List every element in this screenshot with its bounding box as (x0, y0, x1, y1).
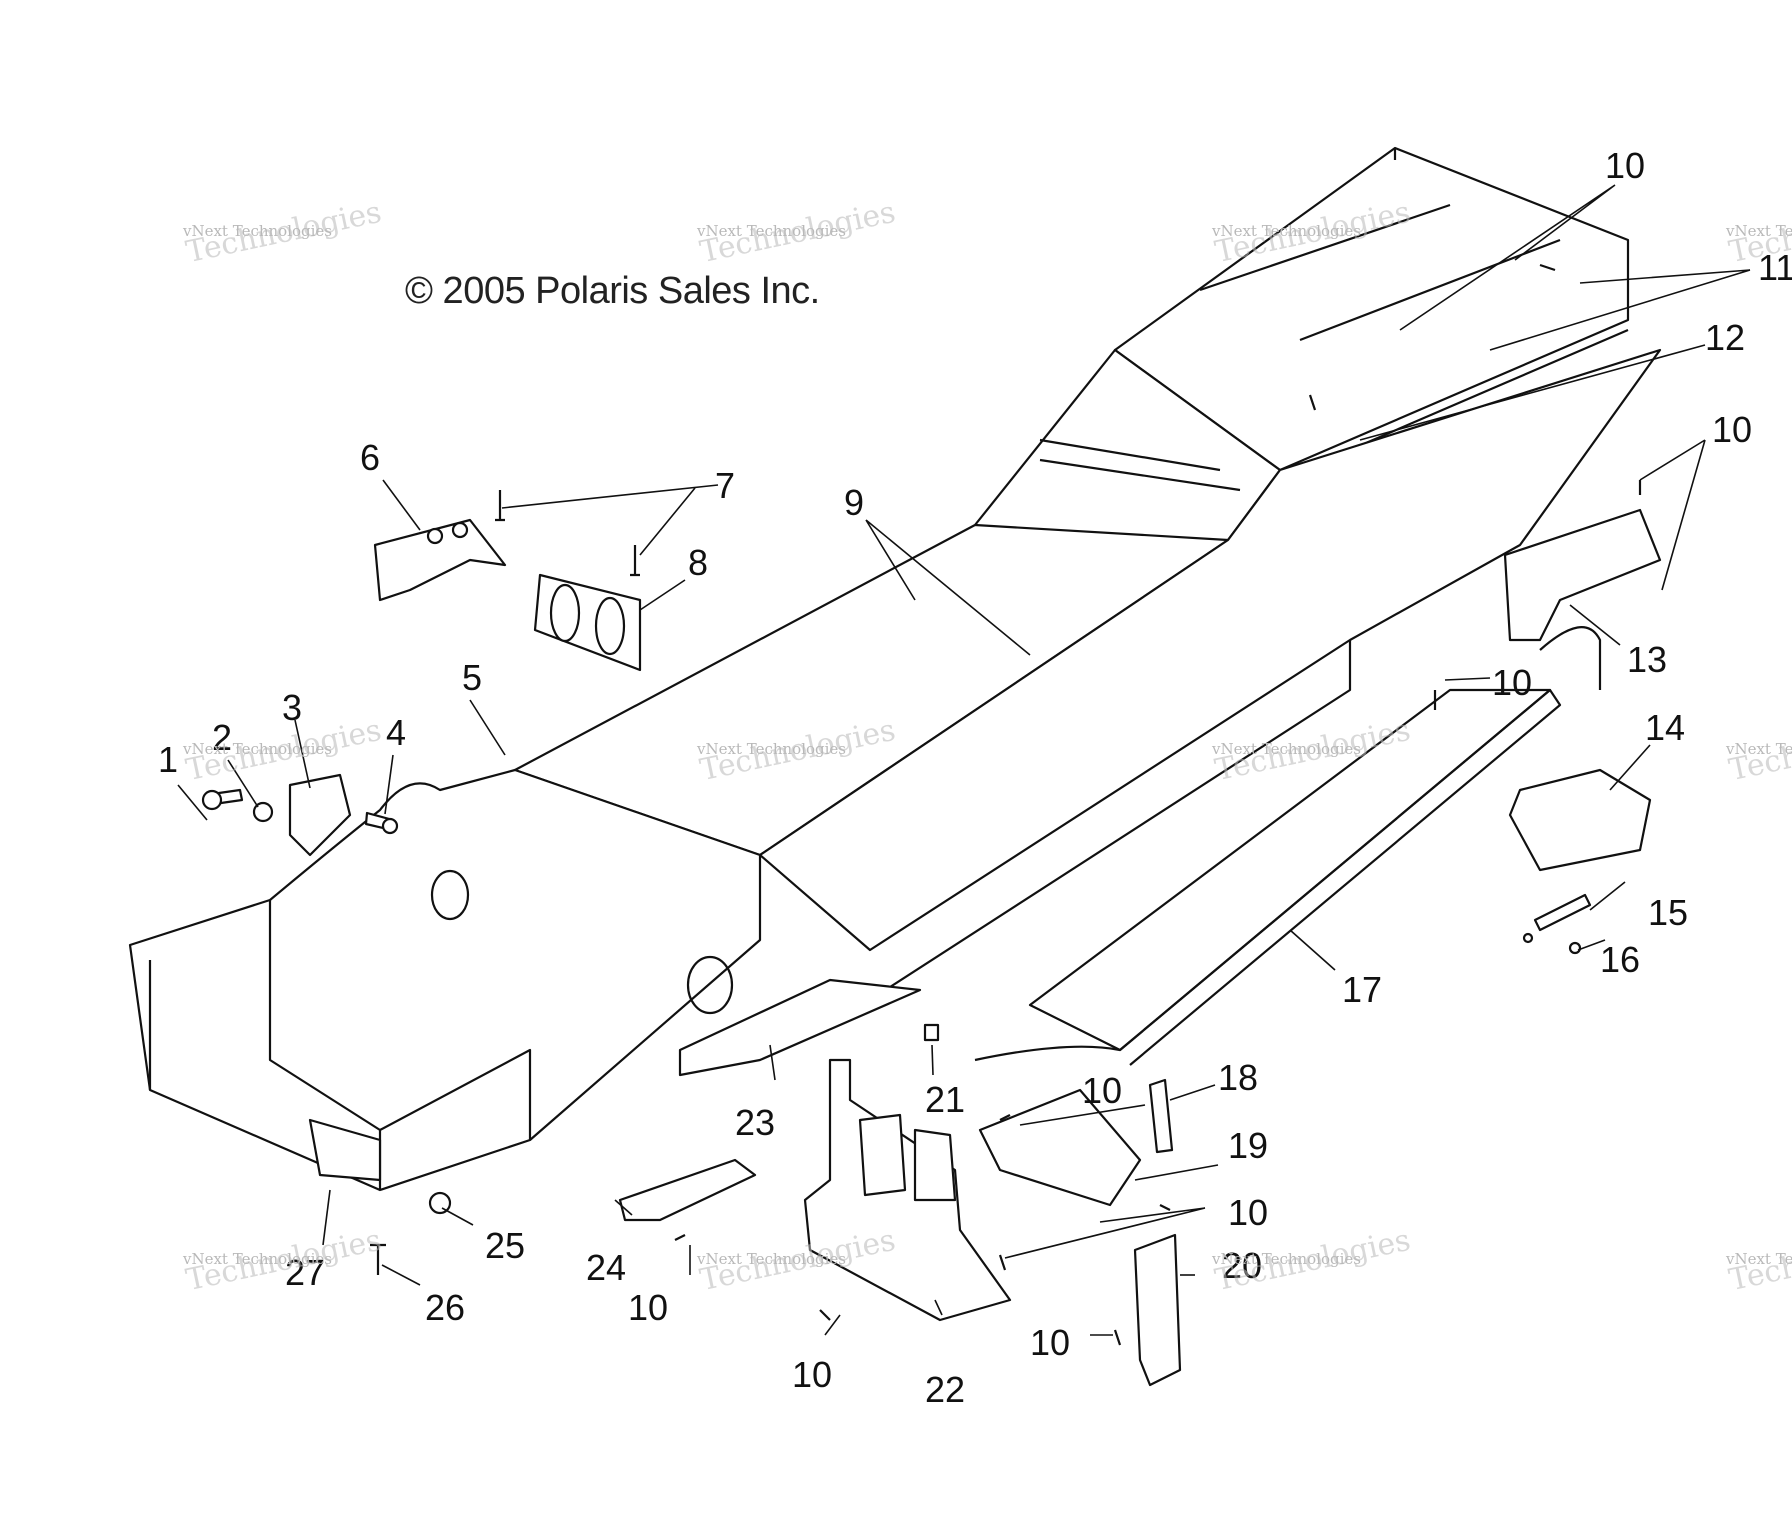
callout-2: 2 (212, 717, 232, 758)
callout-12: 12 (1705, 317, 1745, 358)
callout-13: 13 (1627, 639, 1667, 680)
callout-22: 22 (925, 1369, 965, 1410)
loose-parts (201, 263, 1662, 1387)
callout-27: 27 (285, 1252, 325, 1293)
callout-10-shield-top: 10 (1082, 1070, 1122, 1111)
chassis-frame (128, 146, 1662, 1192)
copyright-notice: © 2005 Polaris Sales Inc. (405, 270, 820, 312)
callout-11: 11 (1758, 247, 1792, 288)
callout-9: 9 (844, 482, 864, 523)
callout-26: 26 (425, 1287, 465, 1328)
callout-10-mid: 10 (1492, 662, 1532, 703)
callout-8: 8 (688, 542, 708, 583)
callout-numbers: 1 2 3 4 5 6 7 8 9 10 11 12 10 13 10 14 1… (158, 145, 1792, 1410)
callout-19: 19 (1228, 1125, 1268, 1166)
callout-15: 15 (1648, 892, 1688, 933)
callout-14: 14 (1645, 707, 1685, 748)
callout-25: 25 (485, 1225, 525, 1266)
callout-21: 21 (925, 1079, 965, 1120)
callout-10-plate: 10 (628, 1287, 668, 1328)
callout-10-top: 10 (1605, 145, 1645, 186)
callout-17: 17 (1342, 969, 1382, 1010)
callout-1: 1 (158, 739, 178, 780)
callout-20: 20 (1222, 1245, 1262, 1286)
callout-18: 18 (1218, 1057, 1258, 1098)
callout-6: 6 (360, 437, 380, 478)
callout-4: 4 (386, 712, 406, 753)
callout-10-skid: 10 (792, 1354, 832, 1395)
callout-10-right: 10 (1712, 409, 1752, 450)
callout-10-bracket: 10 (1030, 1322, 1070, 1363)
leader-lines (177, 184, 1751, 1336)
callout-24: 24 (586, 1247, 626, 1288)
callout-10-shield: 10 (1228, 1192, 1268, 1233)
callout-7: 7 (715, 465, 735, 506)
callout-23: 23 (735, 1102, 775, 1143)
callout-16: 16 (1600, 939, 1640, 980)
callout-3: 3 (282, 687, 302, 728)
callout-5: 5 (462, 657, 482, 698)
